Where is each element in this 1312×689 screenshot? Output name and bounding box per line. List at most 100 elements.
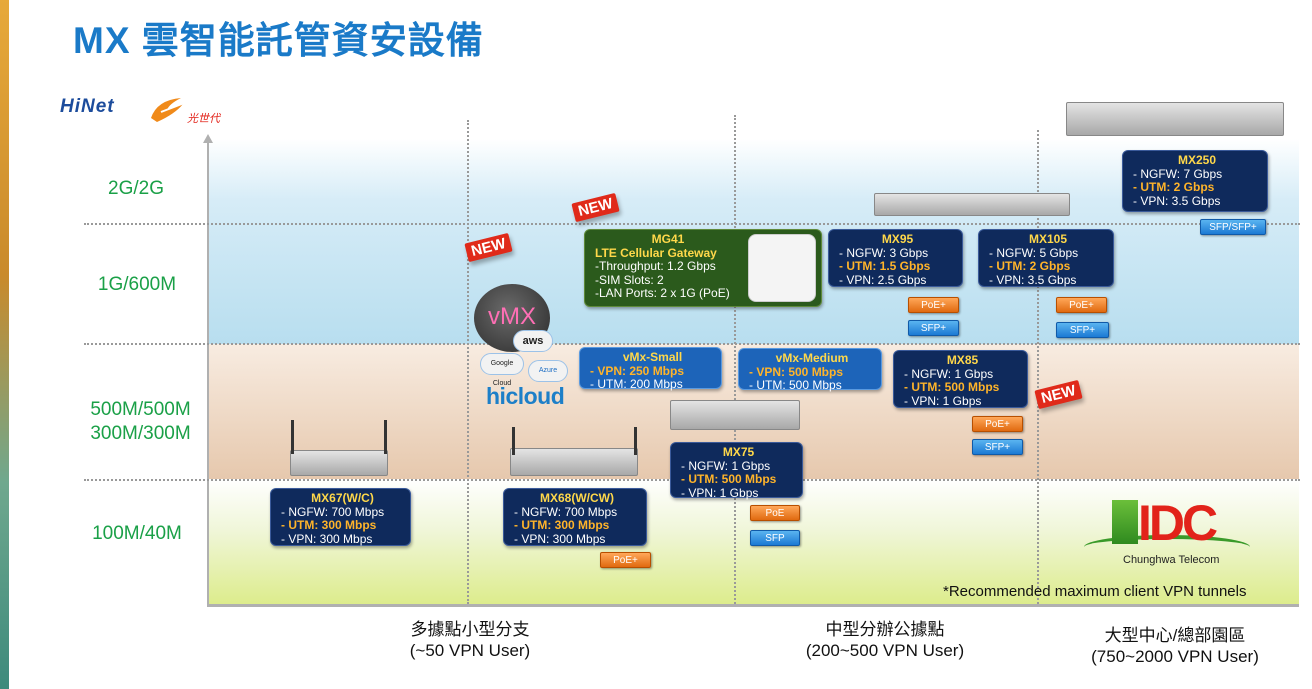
card-vpn: - VPN: 1 Gbps: [904, 393, 982, 408]
mx68-device-image: [510, 448, 638, 476]
left-accent-stripe: [0, 0, 9, 689]
google-cloud-icon: Google Cloud: [480, 353, 524, 387]
card-lan-ports: -LAN Ports: 2 x 1G (PoE): [595, 286, 730, 300]
idc-logo-icon: [1112, 500, 1138, 544]
row-label-100m: 100M/40M: [92, 523, 182, 544]
brand-logo-text: 光世代: [187, 112, 222, 125]
aws-icon: aws: [513, 330, 553, 352]
grid-line: [84, 223, 1300, 225]
card-ngfw: - NGFW: 700 Mbps: [281, 504, 385, 519]
grid-line: [84, 343, 1300, 345]
antenna-icon: [634, 427, 637, 455]
vmx-small-card: vMx-Small - VPN: 250 Mbps - UTM: 200 Mbp…: [579, 347, 722, 391]
idc-logo-arc: [1084, 535, 1250, 559]
mx95-card: MX95 - NGFW: 3 Gbps - UTM: 1.5 Gbps - VP…: [828, 229, 963, 287]
card-vpn: - VPN: 2.5 Gbps: [839, 272, 927, 287]
card-vpn: - VPN: 3.5 Gbps: [1133, 193, 1221, 208]
mx67-card: MX67(W/C) - NGFW: 700 Mbps - UTM: 300 Mb…: [270, 488, 411, 546]
mx85-card: MX85 - NGFW: 1 Gbps - UTM: 500 Mbps - VP…: [893, 350, 1028, 408]
poe-plus-badge: PoE+: [600, 552, 651, 568]
card-title: MX95: [881, 232, 914, 246]
card-utm: - UTM: 300 Mbps: [281, 518, 377, 532]
card-utm: - UTM: 500 Mbps: [904, 380, 1000, 394]
azure-icon: Azure: [528, 360, 568, 382]
poe-plus-badge: PoE+: [972, 416, 1023, 432]
column-name: 中型分辦公據點: [825, 620, 945, 639]
card-utm: - UTM: 1.5 Gbps: [839, 259, 931, 273]
card-title: MX105: [1028, 232, 1068, 246]
sfp-badge: SFP: [750, 530, 800, 546]
hinet-logo: HiNet: [60, 96, 115, 117]
card-vpn: - VPN: 3.5 Gbps: [989, 272, 1077, 287]
mx75-device-image: [670, 400, 800, 430]
mg41-device-image: [748, 234, 816, 302]
mx95-device-image: [874, 193, 1070, 216]
column-label-small-branch: 多據點小型分支 (~50 VPN User): [380, 619, 560, 661]
vmx-medium-card: vMx-Medium - VPN: 500 Mbps - UTM: 500 Mb…: [738, 348, 882, 392]
poe-plus-badge: PoE+: [908, 297, 959, 313]
page-title: MX 雲智能託管資安設備: [73, 20, 484, 61]
footnote: *Recommended maximum client VPN tunnels: [943, 583, 1247, 600]
mx105-card: MX105 - NGFW: 5 Gbps - UTM: 2 Gbps - VPN…: [978, 229, 1114, 287]
card-utm: - UTM: 500 Mbps: [681, 472, 777, 486]
card-title: vMx-Small: [622, 350, 683, 364]
card-title: MX85: [946, 353, 979, 367]
grid-line: [1037, 130, 1039, 604]
y-axis: [207, 140, 209, 606]
idc-subtitle: Chunghwa Telecom: [1123, 554, 1220, 566]
y-axis-arrow-icon: [203, 134, 213, 143]
mx67-device-image: [290, 450, 388, 476]
row-label-500m: 500M/500M: [90, 399, 191, 420]
sfp-sfpplus-badge: SFP/SFP+: [1200, 219, 1266, 235]
card-utm: - UTM: 500 Mbps: [749, 378, 842, 392]
sfp-plus-badge: SFP+: [908, 320, 959, 336]
column-users: (750~2000 VPN User): [1091, 647, 1259, 666]
card-title: MX68(W/CW): [540, 491, 614, 505]
card-title: MX75: [722, 445, 755, 459]
grid-line: [467, 120, 469, 604]
card-title: MX250: [1177, 153, 1217, 167]
card-throughput: -Throughput: 1.2 Gbps: [595, 259, 716, 273]
mx250-card: MX250 - NGFW: 7 Gbps - UTM: 2 Gbps - VPN…: [1122, 150, 1268, 212]
poe-badge: PoE: [750, 505, 800, 521]
antenna-icon: [291, 420, 294, 454]
column-users: (200~500 VPN User): [805, 641, 965, 660]
mx75-card: MX75 - NGFW: 1 Gbps - UTM: 500 Mbps - VP…: [670, 442, 803, 500]
card-vpn: - VPN: 1 Gbps: [681, 485, 759, 500]
antenna-icon: [512, 427, 515, 455]
x-axis: [207, 604, 1299, 607]
column-name: 多據點小型分支: [410, 620, 530, 639]
sfp-plus-badge: SFP+: [972, 439, 1023, 455]
mx68-card: MX68(W/CW) - NGFW: 700 Mbps - UTM: 300 M…: [503, 488, 647, 546]
card-sim-slots: -SIM Slots: 2: [595, 272, 664, 287]
card-utm: - UTM: 2 Gbps: [989, 259, 1071, 273]
column-label-large-hq: 大型中心/總部園區 (750~2000 VPN User): [1075, 625, 1275, 667]
row-label-2g: 2G/2G: [108, 178, 164, 199]
card-utm: - UTM: 300 Mbps: [514, 518, 610, 532]
card-vpn: - VPN: 300 Mbps: [514, 531, 606, 546]
card-vpn: - VPN: 500 Mbps: [749, 364, 844, 379]
card-vpn: - VPN: 250 Mbps: [590, 363, 685, 378]
column-label-medium-office: 中型分辦公據點 (200~500 VPN User): [790, 619, 980, 661]
column-users: (~50 VPN User): [409, 641, 531, 660]
card-ngfw: - NGFW: 1 Gbps: [904, 366, 994, 381]
column-name: 大型中心/總部園區: [1104, 626, 1246, 645]
card-utm: - UTM: 200 Mbps: [590, 377, 683, 391]
card-title: vMx-Medium: [775, 351, 849, 365]
card-subtitle: LTE Cellular Gateway: [595, 245, 717, 260]
grid-line: [734, 115, 736, 604]
brand-logo-icon: 光世代: [151, 98, 222, 125]
row-label-1g: 1G/600M: [97, 274, 177, 295]
card-ngfw: - NGFW: 7 Gbps: [1133, 166, 1223, 181]
poe-plus-badge: PoE+: [1056, 297, 1107, 313]
card-ngfw: - NGFW: 5 Gbps: [989, 245, 1079, 260]
card-ngfw: - NGFW: 1 Gbps: [681, 458, 771, 473]
mx250-device-image: [1066, 102, 1284, 136]
card-utm: - UTM: 2 Gbps: [1133, 180, 1215, 194]
card-title: MG41: [651, 232, 685, 246]
row-label-300m: 300M/300M: [90, 423, 191, 444]
card-title: MX67(W/C): [311, 491, 374, 505]
card-vpn: - VPN: 300 Mbps: [281, 531, 373, 546]
card-ngfw: - NGFW: 3 Gbps: [839, 245, 929, 260]
hicloud-logo: hicloud: [486, 383, 565, 409]
